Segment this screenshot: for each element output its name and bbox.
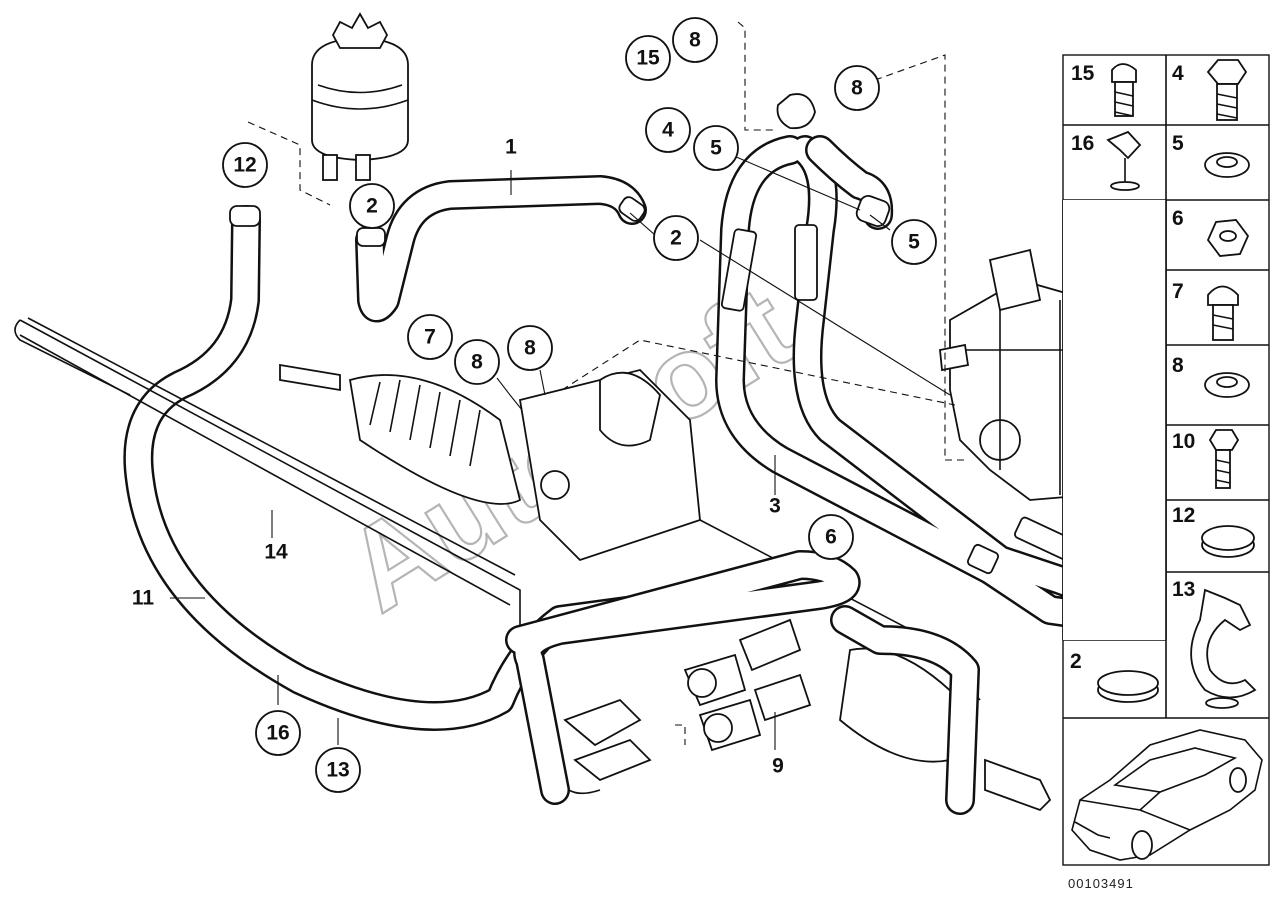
legend-item-2: 2 bbox=[1070, 650, 1159, 703]
svg-text:16: 16 bbox=[266, 722, 289, 745]
svg-text:13: 13 bbox=[1172, 578, 1195, 601]
steering-rack bbox=[279, 363, 1052, 812]
svg-text:15: 15 bbox=[1071, 62, 1095, 85]
callout-8-pump: 8 bbox=[834, 65, 880, 111]
svg-text:2: 2 bbox=[670, 227, 682, 250]
legend-item-15: 15 bbox=[1071, 62, 1137, 117]
callout-8-top: 8 bbox=[672, 17, 718, 63]
callout-7: 7 bbox=[407, 314, 453, 360]
hose-11 bbox=[123, 205, 835, 731]
callout-13: 13 bbox=[315, 747, 361, 793]
svg-text:5: 5 bbox=[1172, 132, 1184, 155]
callout-12: 12 bbox=[222, 142, 268, 188]
callout-3: 3 bbox=[769, 495, 781, 518]
cooler-line-6 bbox=[505, 550, 980, 815]
legend-item-8: 8 bbox=[1172, 354, 1250, 398]
callout-9: 9 bbox=[772, 755, 784, 778]
legend-item-4: 4 bbox=[1172, 59, 1248, 121]
svg-text:2: 2 bbox=[1070, 650, 1082, 673]
svg-text:7: 7 bbox=[1172, 280, 1184, 303]
svg-text:5: 5 bbox=[908, 231, 920, 254]
legend-item-16: 16 bbox=[1071, 130, 1142, 191]
svg-text:5: 5 bbox=[710, 137, 722, 160]
svg-text:10: 10 bbox=[1172, 430, 1195, 453]
svg-text:8: 8 bbox=[1172, 354, 1184, 377]
svg-text:8: 8 bbox=[524, 337, 536, 360]
svg-text:12: 12 bbox=[233, 154, 256, 177]
svg-text:12: 12 bbox=[1172, 504, 1195, 527]
svg-text:4: 4 bbox=[662, 119, 674, 142]
callout-5-lower: 5 bbox=[891, 219, 937, 265]
leader-lines bbox=[170, 21, 965, 750]
callout-8-rack-right: 8 bbox=[507, 325, 553, 371]
legend-item-7: 7 bbox=[1172, 280, 1239, 341]
fluid-reservoir bbox=[311, 12, 409, 181]
legend-item-12: 12 bbox=[1172, 504, 1255, 558]
callout-2-pump: 2 bbox=[653, 215, 699, 261]
legend-item-10: 10 bbox=[1172, 429, 1240, 489]
svg-text:2: 2 bbox=[366, 195, 378, 218]
callout-8-rack-left: 8 bbox=[454, 339, 500, 385]
diagram-reference-number: 00103491 bbox=[1068, 876, 1134, 891]
svg-text:8: 8 bbox=[471, 351, 483, 374]
svg-text:8: 8 bbox=[689, 29, 701, 52]
callout-14: 14 bbox=[264, 541, 288, 564]
callout-2-reservoir: 2 bbox=[349, 183, 395, 229]
svg-text:13: 13 bbox=[326, 759, 349, 782]
callout-5-upper: 5 bbox=[693, 125, 739, 171]
callout-4: 4 bbox=[645, 107, 691, 153]
return-line-14 bbox=[14, 317, 601, 795]
legend-item-6: 6 bbox=[1172, 207, 1250, 257]
callout-6: 6 bbox=[808, 514, 854, 560]
vehicle-silhouette bbox=[1071, 729, 1263, 861]
parts-legend: 15 4 16 5 6 bbox=[1062, 54, 1270, 866]
svg-text:15: 15 bbox=[636, 47, 660, 70]
legend-item-13: 13 bbox=[1172, 578, 1257, 709]
svg-text:7: 7 bbox=[424, 326, 436, 349]
callout-15: 15 bbox=[625, 35, 671, 81]
callout-1: 1 bbox=[505, 136, 517, 159]
svg-text:8: 8 bbox=[851, 77, 863, 100]
hose-1 bbox=[355, 175, 647, 322]
svg-text:4: 4 bbox=[1172, 62, 1184, 85]
svg-text:6: 6 bbox=[1172, 207, 1184, 230]
callout-16: 16 bbox=[255, 710, 301, 756]
svg-text:16: 16 bbox=[1071, 132, 1094, 155]
callout-11: 11 bbox=[132, 587, 155, 610]
legend-item-5: 5 bbox=[1172, 132, 1250, 178]
svg-text:6: 6 bbox=[825, 526, 837, 549]
